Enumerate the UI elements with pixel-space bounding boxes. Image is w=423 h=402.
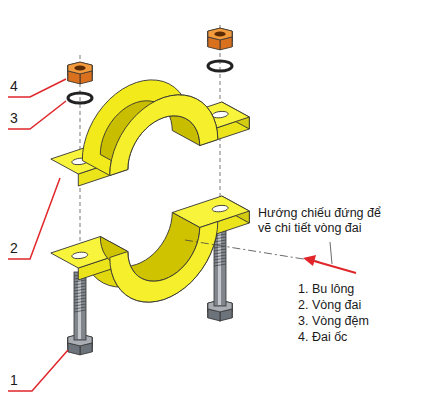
hex-top [208,28,232,40]
thread [214,252,226,254]
thread [74,307,86,309]
part-name: 3. Vòng đệm [298,314,369,329]
ring-front [110,222,218,303]
leader-line [8,178,60,259]
callout-number: 3 [10,110,18,127]
thread [214,243,226,245]
part-name: 4. Đai ốc [298,330,347,345]
thread [214,258,226,260]
leader-line [8,101,66,129]
projection-axis [185,240,322,262]
nut [68,62,92,84]
shank-shine [78,273,81,339]
shank [74,272,86,340]
nut-hole [214,32,225,37]
bolt-hole [72,252,88,258]
lower-clamp-half [51,196,250,302]
thread [74,283,86,285]
upper-clamp-half [51,80,250,186]
thread [74,286,86,288]
callout-number: 4 [10,78,18,95]
nut-hole [74,66,85,71]
thread [214,255,226,257]
leader-line [8,350,68,391]
part-name: 1. Bu lông [298,282,354,297]
hex-top [68,62,92,74]
nut [208,28,232,50]
thread [74,298,86,300]
bolt-hole [212,205,228,211]
ring-front [110,95,218,176]
bolt-hole [212,111,228,117]
arrow-head [303,255,316,266]
shank-shine [218,227,221,305]
thread [74,295,86,297]
part-name: 2. Vòng đai [298,298,361,313]
callout-number: 2 [10,240,18,257]
note-leader [330,242,332,264]
thread [214,261,226,263]
thread [74,304,86,306]
washer [68,93,92,103]
thread [74,301,86,303]
outer-surface [82,80,218,176]
thread [74,289,86,291]
thread [214,264,226,266]
callout-number: 1 [10,372,18,389]
thread [74,310,86,312]
thread [74,280,86,282]
leader-line [8,79,66,97]
thread [74,292,86,294]
thread [214,240,226,242]
thread [214,249,226,251]
projection-arrow [314,261,356,273]
projection-note: Hướng chiếu đứng để vẽ chi tiết vòng đai [258,206,386,236]
bolt-shank [74,272,86,340]
washer [208,61,232,71]
